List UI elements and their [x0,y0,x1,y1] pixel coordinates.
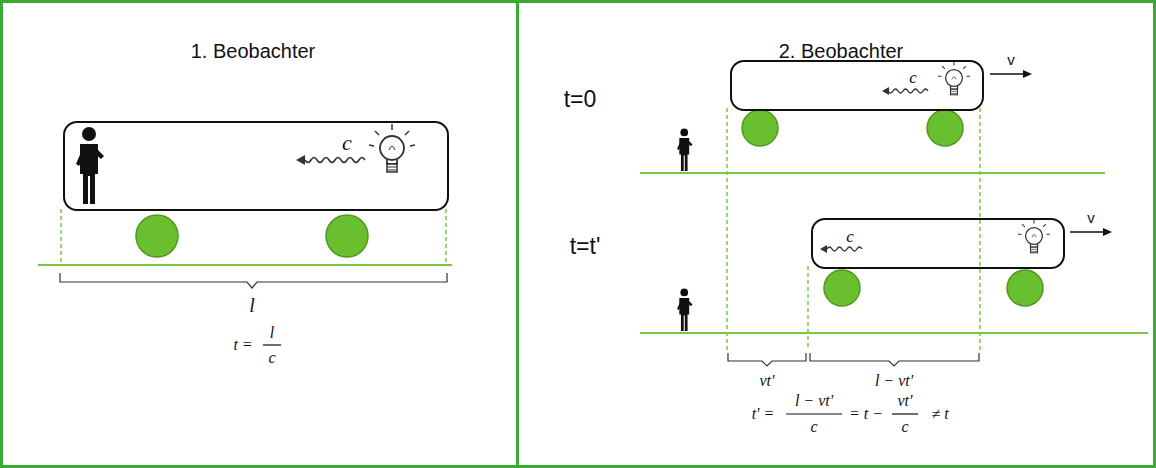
velocity-label: v [1007,52,1015,69]
formula-part: l − vt' [795,392,833,410]
formula-part: = t − [849,405,883,423]
train-car: c [730,60,984,111]
velocity-label: v [1087,210,1095,227]
panel-title: 1. Beobachter [191,40,316,62]
observer-panel: 2. Beobachter c c [516,0,1156,468]
formula-part: ≠ t [931,405,948,423]
length-label: l − vt' [875,372,913,390]
time-label: t=0 [564,87,597,112]
formula-part: vt' [898,392,913,410]
length-label: vt' [760,372,775,390]
formula-part: t' = [752,405,775,423]
observer-panel: 1. Beobachter c [0,0,519,468]
light-speed-label: c [342,131,352,155]
length-label: l [249,294,255,316]
formula-part: c [268,349,275,367]
formula-part: c [901,418,908,436]
light-speed-label: c [846,228,854,247]
time-label: t=t' [570,234,601,259]
formula-part: t = [233,336,252,354]
light-speed-label: c [909,69,917,88]
panel-title: 2. Beobachter [779,40,904,62]
train-car: c [811,218,1065,269]
train-car: c [63,121,449,211]
formula-part: c [810,418,817,436]
formula-part: l [270,324,274,342]
